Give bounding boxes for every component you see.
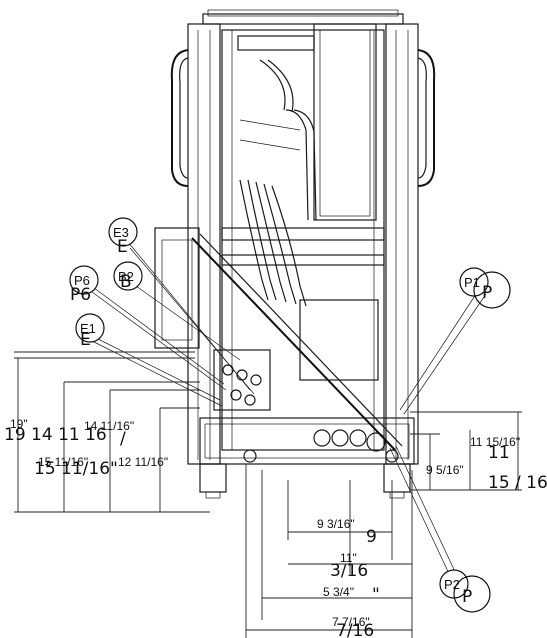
callout-e1: E1 E (75, 313, 105, 350)
callout-leaders (87, 241, 487, 581)
overlay-15-16: 15 / 16 (488, 473, 547, 493)
dim-11: 11" (340, 551, 357, 565)
dim-7-7-16: 7 7/16" (332, 615, 370, 629)
callout-b2: B2 B (113, 261, 143, 292)
callout-p1: P1 P (459, 267, 511, 309)
callout-p6-ghost: P6 (70, 285, 91, 305)
overlay-slash: / (120, 429, 126, 449)
callout-e3-label: E3 (113, 225, 129, 240)
hose-bundle (239, 59, 399, 463)
left-module (154, 227, 403, 451)
overlay-19-14: 19 14 11 16 (4, 425, 107, 445)
dim-14-11-16: 14 11/16" (84, 419, 134, 433)
overlay-3-16: 3/16 (330, 561, 368, 581)
callout-p2-label: P2 (444, 577, 460, 592)
callout-e3: E3 E (108, 217, 138, 257)
overlay-7-16: 7/16 (336, 621, 374, 638)
dim-9-5-16: 9 5/16" (426, 463, 464, 477)
callout-b2-label: B2 (118, 269, 134, 284)
overlay-15-11-16: 15 11/16" (34, 459, 118, 479)
overlay-9: 9 (366, 527, 377, 547)
machine-frame (170, 9, 436, 499)
dim-11-15-16: 11 15/16" (470, 435, 520, 449)
callout-p6-label: P6 (74, 273, 90, 288)
overlay-text: 19 14 11 16 / 15 11/16" 11 15 / 16 9 3/1… (4, 425, 547, 638)
callout-p2-ghost: P (462, 587, 472, 607)
dim-15-11-16: 15 11/16" (38, 455, 88, 469)
callout-e3-ghost: E (117, 237, 128, 257)
dim-12-11-16: 12 11/16" (118, 455, 168, 469)
dim-19: 19" (10, 417, 28, 431)
callout-e1-label: E1 (80, 321, 96, 336)
dimension-lines (14, 351, 522, 638)
callout-p1-ghost: P (482, 283, 492, 303)
overlay-11: 11 (488, 443, 510, 463)
callout-p1-label: P1 (464, 275, 480, 290)
dim-9-3-16: 9 3/16" (317, 517, 355, 531)
dim-5-3-4: 5 3/4" (323, 585, 354, 599)
callout-p2: P2 P (439, 569, 491, 613)
dimension-labels: 19" 14 11/16" 15 11/16" 12 11/16" 11 15/… (10, 417, 520, 629)
callout-p6: P6 P6 (69, 265, 99, 305)
overlay-quote: " (372, 585, 380, 605)
callout-b2-ghost: B (120, 272, 132, 292)
callout-e1-ghost: E (80, 330, 91, 350)
